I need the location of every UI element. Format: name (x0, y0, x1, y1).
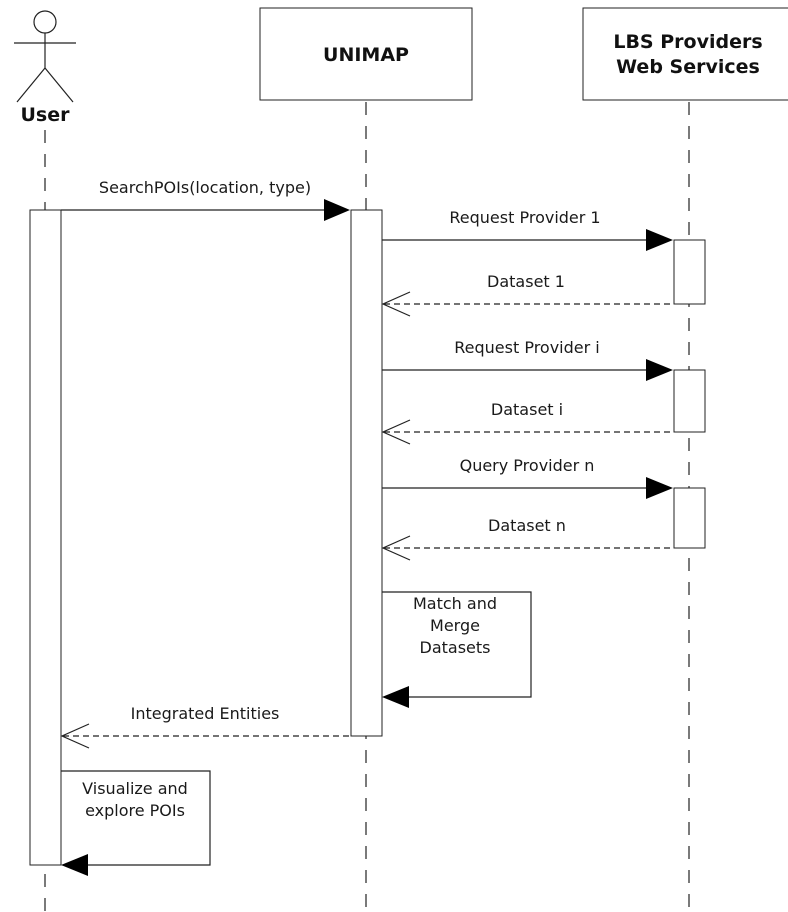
unimap-activation-bar (350, 209, 383, 737)
match-merge-label-line2: Merge (430, 616, 480, 635)
dataset-n-label: Dataset n (488, 516, 566, 535)
query-provider-n-label: Query Provider n (460, 456, 595, 475)
lbs-participant-box (582, 7, 788, 101)
request-provider-i-arrow (382, 359, 673, 381)
match-merge-label-line3: Datasets (420, 638, 491, 657)
integrated-entities-label: Integrated Entities (131, 704, 280, 723)
unimap-participant-box (259, 7, 473, 101)
dataset-1-label: Dataset 1 (487, 272, 565, 291)
dataset-1-return-arrow (381, 291, 673, 317)
lbs-activation-bar-1 (673, 239, 706, 305)
request-provider-i-label: Request Provider i (454, 338, 599, 357)
request-provider-1-arrow (382, 229, 673, 251)
search-pois-message-label: SearchPOIs(location, type) (99, 178, 311, 197)
lbs-activation-bar-i (673, 369, 706, 433)
query-provider-n-arrow (382, 477, 673, 499)
search-pois-message-arrow (61, 199, 350, 221)
user-actor-label: User (21, 104, 71, 126)
integrated-entities-return-arrow (60, 723, 351, 749)
lbs-participant-label-line1: LBS Providers (613, 31, 762, 53)
visualize-label-line2: explore POIs (85, 801, 185, 820)
unimap-participant-label: UNIMAP (323, 44, 409, 66)
dataset-n-return-arrow (381, 535, 673, 561)
request-provider-1-label: Request Provider 1 (449, 208, 600, 227)
dataset-i-return-arrow (381, 419, 673, 445)
match-merge-label-line1: Match and (413, 594, 497, 613)
user-actor-icon (14, 10, 76, 103)
visualize-self-message-arrow (61, 770, 211, 876)
visualize-label-line1: Visualize and (82, 779, 188, 798)
dataset-i-label: Dataset i (491, 400, 563, 419)
lbs-participant-label-line2: Web Services (616, 56, 760, 78)
user-activation-bar (29, 209, 62, 866)
match-merge-self-message-arrow (382, 591, 532, 708)
lbs-activation-bar-n (673, 487, 706, 549)
